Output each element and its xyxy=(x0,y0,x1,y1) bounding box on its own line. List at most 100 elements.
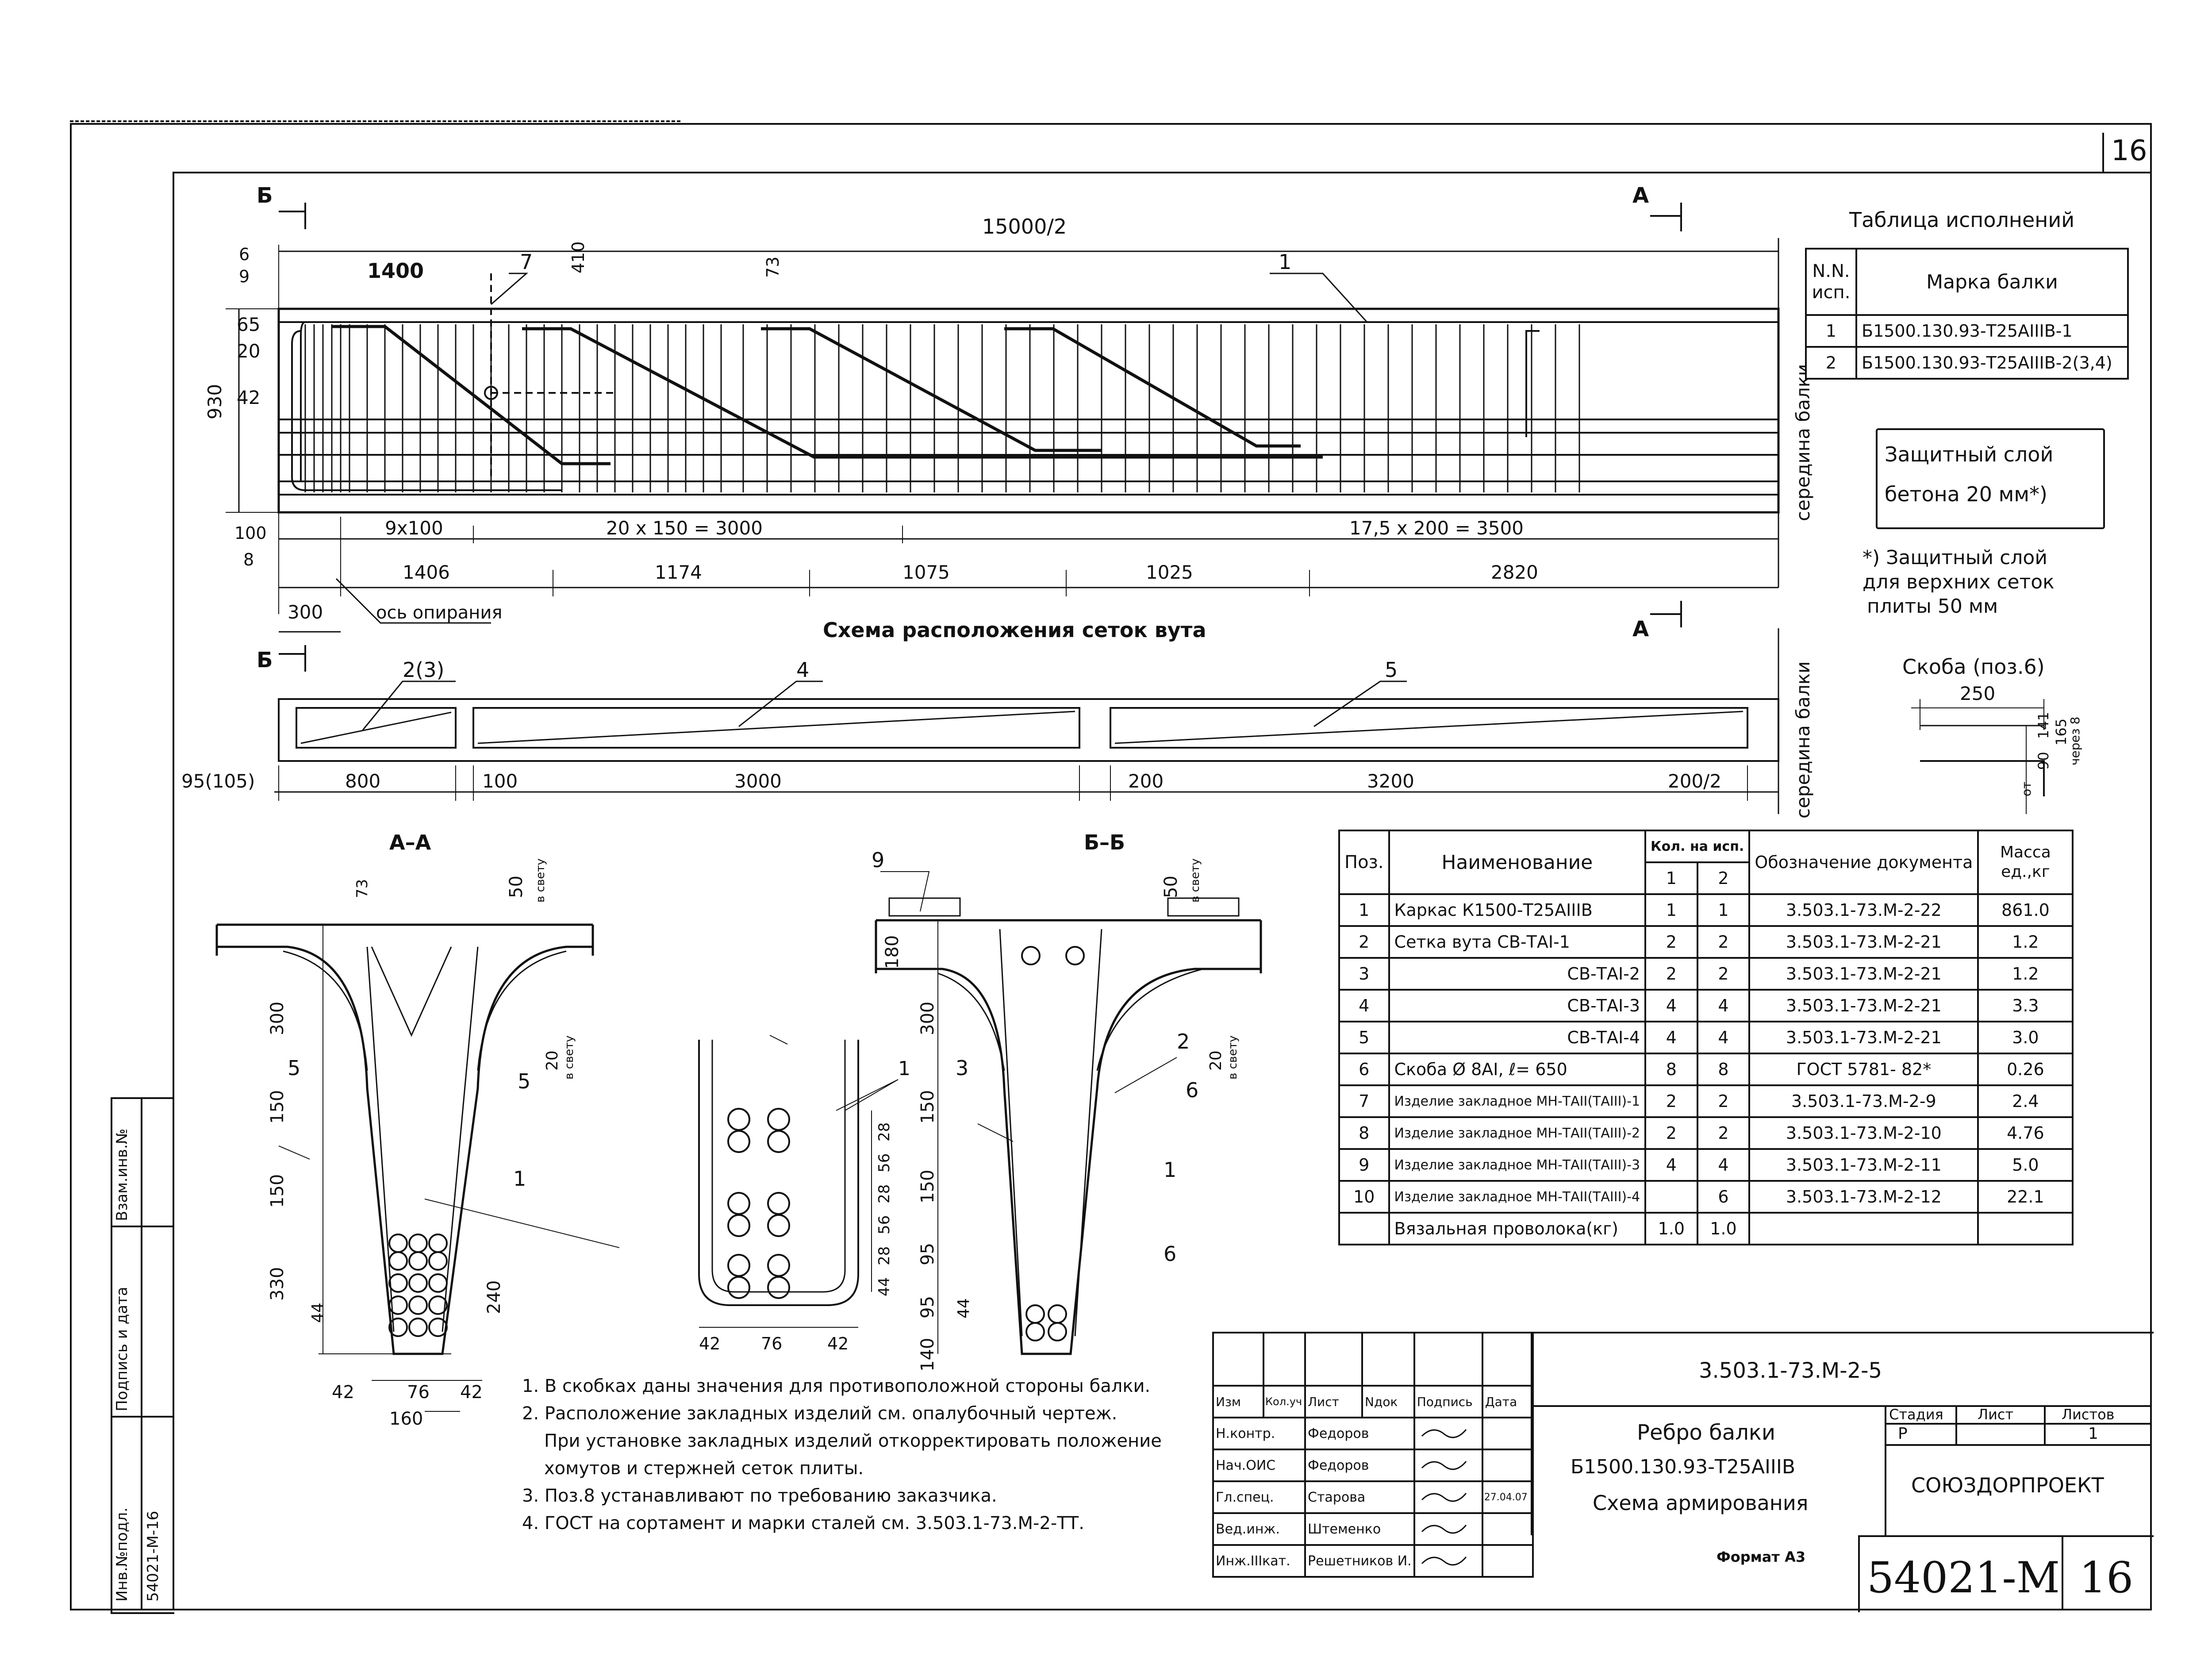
bb-callout-6-bottom: 6 xyxy=(1164,1242,1176,1266)
mesh-scheme-title: Схема расположения сеток вута xyxy=(823,618,1206,642)
spec-cell-pos: 8 xyxy=(1338,1116,1390,1150)
tb-vline-title xyxy=(1531,1332,1532,1535)
detail-dim-28a: 28 xyxy=(876,1122,893,1141)
section-mark-a-top: А xyxy=(1632,183,1649,208)
spec-cell-q2: 1.0 xyxy=(1696,1212,1751,1245)
tb-head-koluch: Кол.уч xyxy=(1263,1385,1306,1418)
aa-dim-300: 300 xyxy=(267,1002,288,1035)
segment-1174: 1174 xyxy=(655,561,702,583)
aa-callout-1: 1 xyxy=(513,1167,526,1191)
aa-dim-42b: 42 xyxy=(460,1382,483,1403)
tb-title-line3: Схема армирования xyxy=(1593,1491,1809,1515)
spec-cell-doc: 3.503.1-73.М-2-21 xyxy=(1748,989,1979,1022)
callout-item7: 7 xyxy=(520,250,533,274)
side-stamp xyxy=(111,1097,174,1614)
spec-cell-doc: 3.503.1-73.М-2-22 xyxy=(1748,893,1979,927)
mesh-dim-200-2: 200/2 xyxy=(1668,770,1721,792)
section-mark-b-top: Б xyxy=(257,183,273,208)
segment-1075: 1075 xyxy=(902,561,950,583)
format-label: Формат А3 xyxy=(1717,1549,1806,1565)
dim-65: 65 xyxy=(237,314,260,335)
section-aa-title: А–А xyxy=(389,830,431,854)
detail-callout-1: 1 xyxy=(898,1057,910,1080)
section-bb-title: Б–Б xyxy=(1084,830,1125,854)
dim-73: 73 xyxy=(763,257,783,278)
spec-cell-mass: 0.26 xyxy=(1977,1053,2074,1086)
spec-cell-q1 xyxy=(1644,1180,1698,1214)
spec-cell-doc: 3.503.1-73.М-2-21 xyxy=(1748,1021,1979,1054)
bracket-drawing: 250 141 90 165 через 8 от xyxy=(1911,683,2082,814)
aa-dim-50-note: в свету xyxy=(534,858,547,903)
spec-table: Поз. Наименование Кол. на исп. Обозначен… xyxy=(1338,830,2074,1245)
spacing-17-5x200: 17,5 x 200 = 3500 xyxy=(1349,517,1524,539)
archive-number: 54021-М xyxy=(1867,1553,2060,1603)
spec-cell-q1: 1.0 xyxy=(1644,1212,1698,1245)
spec-cell-pos: 2 xyxy=(1338,925,1390,959)
staff-signature xyxy=(1413,1512,1483,1546)
dim-42: 42 xyxy=(237,387,260,408)
tb-head-izm: Изм xyxy=(1212,1385,1264,1418)
spec-cell-pos: 10 xyxy=(1338,1180,1390,1214)
section-bb: Б–Б 50 в свету 180 300 150 150 95 95 140… xyxy=(872,830,1262,1372)
spec-cell-name: Изделие закладное МН-ТАII(ТАIII)-4 xyxy=(1388,1180,1647,1214)
detail-dim-56a: 56 xyxy=(876,1153,893,1172)
mesh-callout-2-3: 2(3) xyxy=(403,658,444,682)
aa-dim-50: 50 xyxy=(506,876,526,898)
aa-dim-150a: 150 xyxy=(267,1090,288,1124)
spec-cell-pos: 6 xyxy=(1338,1053,1390,1086)
tb-stage-value: Р xyxy=(1898,1425,1908,1443)
staff-date: 27.04.07 xyxy=(1481,1480,1534,1514)
archive-divider xyxy=(2062,1535,2063,1610)
variants-table: N.N. исп. Марка балки 1 Б1500.130.93-Т25… xyxy=(1805,248,2129,380)
detail-dim-42b: 42 xyxy=(827,1334,849,1353)
bb-callout-3: 3 xyxy=(956,1056,968,1080)
cover-box xyxy=(1876,428,2105,529)
spec-cell-q2: 1 xyxy=(1696,893,1751,927)
spec-cell-doc xyxy=(1748,1212,1979,1245)
dim-1400: 1400 xyxy=(367,259,424,283)
tb-head-ndok: Nдок xyxy=(1361,1385,1415,1418)
spec-cell-mass xyxy=(1977,1212,2074,1245)
staff-date xyxy=(1481,1512,1534,1546)
spec-cell-name: Изделие закладное МН-ТАII(ТАIII)-2 xyxy=(1388,1116,1647,1150)
spec-cell-pos: 7 xyxy=(1338,1084,1390,1118)
spec-head-qty1: 1 xyxy=(1644,861,1698,895)
bb-callout-1: 1 xyxy=(1164,1158,1176,1182)
callout-frame: 1 xyxy=(1279,250,1291,274)
staff-row: Инж.IIIкат.Решетников И. xyxy=(1212,1544,1534,1578)
variants-head-no: N.N. исп. xyxy=(1805,248,1857,316)
note-4: 4. ГОСТ на сортамент и марки сталей см. … xyxy=(522,1513,1084,1533)
cover-box-line1: Защитный слой xyxy=(1885,442,2054,466)
segment-1406: 1406 xyxy=(403,561,450,583)
staff-row: Вед.инж.Штеменко xyxy=(1212,1512,1534,1546)
bb-dim-44: 44 xyxy=(955,1298,973,1318)
spec-cell-pos xyxy=(1338,1212,1390,1245)
bracket-dim-ot: от xyxy=(2019,782,2034,796)
note-2-cont-a: При установке закладных изделий откоррек… xyxy=(544,1431,1162,1451)
detail-dim-28c: 28 xyxy=(876,1246,893,1265)
spec-head-name: Наименование xyxy=(1388,830,1647,895)
staff-role: Нач.ОИС xyxy=(1212,1449,1306,1482)
staff-date xyxy=(1481,1449,1534,1482)
staff-name: Федоров xyxy=(1304,1417,1415,1450)
bracket-dim-90: 90 xyxy=(2035,752,2052,770)
spec-cell-q2: 8 xyxy=(1696,1053,1751,1086)
tb-head-podpis: Подпись xyxy=(1413,1385,1483,1418)
aa-dim-150b: 150 xyxy=(267,1174,288,1208)
spec-cell-pos: 9 xyxy=(1338,1148,1390,1182)
aa-dim-330: 330 xyxy=(267,1267,288,1301)
spec-cell-mass: 861.0 xyxy=(1977,893,2074,927)
variants-row2-mark: Б1500.130.93-Т25АIIIВ-2(3,4) xyxy=(1855,346,2129,380)
side-stamp-sep1 xyxy=(111,1226,173,1227)
spec-head-qty: Кол. на исп. xyxy=(1644,830,1751,863)
tb-head-data: Дата xyxy=(1481,1385,1534,1418)
bb-dim-150b: 150 xyxy=(918,1170,938,1203)
spec-cell-name: Каркас К1500-Т25АIIIВ xyxy=(1388,893,1647,927)
tb-doc-code: 3.503.1-73.М-2-5 xyxy=(1699,1358,1882,1383)
side-stamp-podpis: Подпись и дата xyxy=(113,1287,131,1411)
signature-grid: Изм Кол.уч Лист Nдок Подпись Дата Н.конт… xyxy=(1212,1332,1534,1578)
dim-8: 8 xyxy=(243,550,254,569)
section-mark-a-bottom: А xyxy=(1632,617,1649,642)
tb-sheets-value: 1 xyxy=(2088,1425,2098,1443)
